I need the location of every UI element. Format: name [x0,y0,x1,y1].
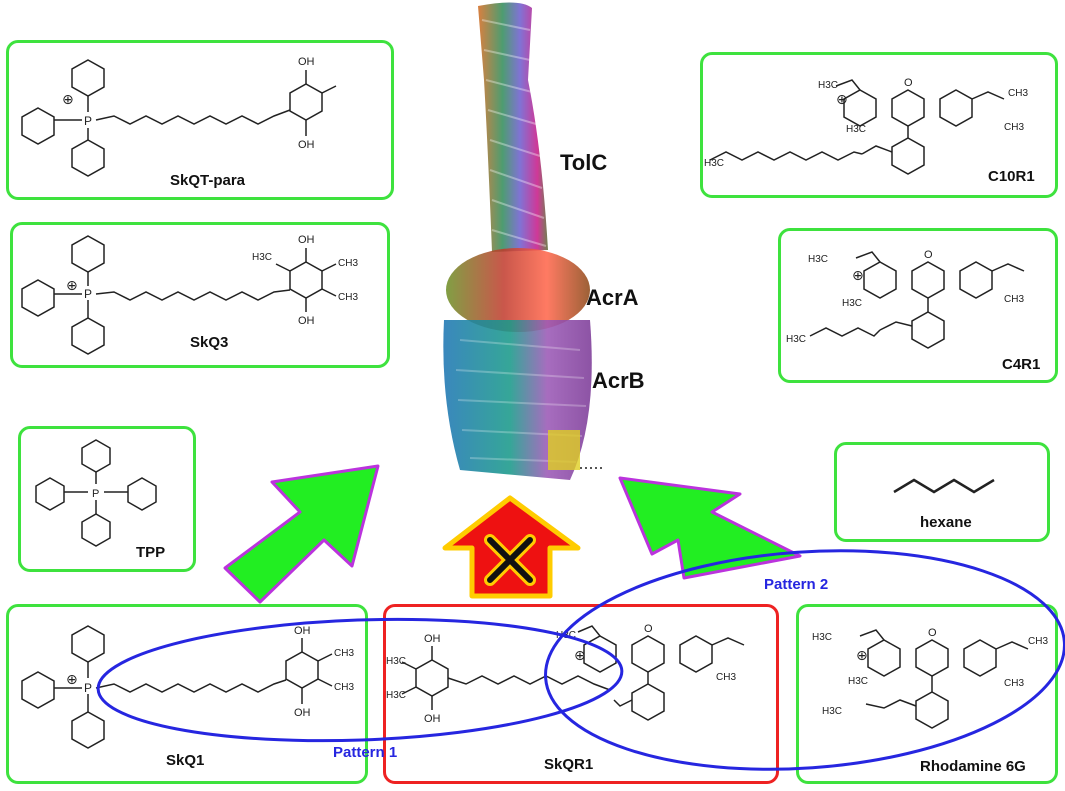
skqr1-atom-plus: ⊕ [574,647,586,663]
box-c10r1 [700,52,1058,198]
structure-hexane [893,478,995,494]
c4r1-atom-o: O [924,249,933,261]
skq1-atom-ch3-a: CH3 [334,648,354,659]
label-acra: AcrA [586,285,639,310]
blocked-cross-icon-core [487,537,533,583]
label-tpp: TPP [136,544,166,561]
rh6g-atom-o: O [928,627,937,639]
c4r1-atom-h3c-a: H3C [808,254,828,265]
blocked-arrow [442,495,581,599]
label-pattern-1: Pattern 1 [333,744,398,761]
structure-c10r1 [709,79,1005,175]
box-skq3 [10,222,390,368]
c10r1-atom-ch3-a: CH3 [1008,88,1028,99]
label-skq1: SkQ1 [166,752,205,769]
acrb-texture [455,339,587,463]
c10r1-atom-ch3-b: CH3 [1004,122,1024,133]
box-skq1 [6,604,368,784]
label-skqr1: SkQR1 [544,756,594,773]
structure-skqt-para [21,59,337,177]
structure-rhodamine6g [859,629,1029,729]
rh6g-atom-ch3-b: CH3 [1004,678,1024,689]
skqt-atom-oh-bottom: OH [298,139,315,151]
rh6g-atom-h3c-c: H3C [822,706,842,717]
c10r1-atom-h3c-b: H3C [846,124,866,135]
label-skq3: SkQ3 [190,334,229,351]
label-rhodamine6g: Rhodamine 6G [920,758,1026,775]
box-c4r1 [778,228,1058,383]
label-acrb: AcrB [592,368,645,393]
skq3-atom-ch3-a: CH3 [338,258,358,269]
c4r1-atom-h3c-b: H3C [842,298,862,309]
label-c10r1: C10R1 [988,168,1035,185]
transport-arrow-left [223,464,380,604]
skqt-atom-plus: ⊕ [62,91,74,107]
rh6g-atom-plus: ⊕ [856,647,868,663]
acrb-yellow-tail [548,430,580,470]
skq3-atom-oh-top: OH [298,234,315,246]
c4r1-atom-ch3: CH3 [1004,294,1024,305]
pattern-2-ellipse [544,549,1065,771]
skq3-atom-plus: ⊕ [66,277,78,293]
rh6g-atom-ch3-a: CH3 [1028,636,1048,647]
structure-skq3 [21,235,337,355]
structure-skqr1 [401,625,745,721]
tpp-atom-p: P [92,488,99,500]
box-hexane [834,442,1050,542]
box-skqt-para [6,40,394,200]
tolc-barrel [478,2,548,253]
rh6g-atom-h3c-b: H3C [848,676,868,687]
c4r1-atom-plus: ⊕ [852,267,864,283]
label-tolc: TolC [560,150,608,175]
skq1-atom-ch3-b: CH3 [334,682,354,693]
skqt-atom-p: P [84,114,92,128]
skqr1-atom-o: O [644,623,653,635]
box-rhodamine6g [796,604,1058,784]
label-pattern-2: Pattern 2 [764,576,829,593]
skq3-atom-ch3-b: CH3 [338,292,358,303]
skqr1-atom-oh-top: OH [424,633,441,645]
box-skqr1 [383,604,779,784]
skqt-atom-oh-top: OH [298,56,315,68]
acrab-tolc-pump-illustration [443,2,602,480]
skq1-atom-p: P [84,681,92,695]
skqr1-atom-ch3: CH3 [716,672,736,683]
structure-tpp [35,439,157,547]
c10r1-atom-h3c-c: H3C [704,158,724,169]
skq1-atom-oh-bottom: OH [294,707,311,719]
skq1-atom-plus: ⊕ [66,671,78,687]
structure-skq1 [21,625,333,749]
acra-collar [446,248,590,332]
c10r1-atom-o: O [904,77,913,89]
skq1-atom-oh-top: OH [294,625,311,637]
skqr1-atom-oh-bottom: OH [424,713,441,725]
skq3-atom-oh-bottom: OH [298,315,315,327]
box-tpp [18,426,196,572]
label-hexane: hexane [920,514,972,531]
c10r1-atom-h3c-a: H3C [818,80,838,91]
label-skqt-para: SkQT-para [170,172,246,189]
skq3-atom-p: P [84,287,92,301]
pattern-1-ellipse [96,617,624,743]
skqr1-atom-h3c-a: H3C [386,656,406,667]
rh6g-atom-h3c-a: H3C [812,632,832,643]
transport-arrow-right [618,476,802,580]
skqr1-atom-h3c-b: H3C [386,690,406,701]
c10r1-atom-plus: ⊕ [836,91,848,107]
structure-c4r1 [809,251,1025,349]
tolc-helix-texture [481,19,547,247]
skq3-atom-h3c: H3C [252,252,272,263]
label-c4r1: C4R1 [1002,356,1041,373]
c4r1-atom-h3c-c: H3C [786,334,806,345]
